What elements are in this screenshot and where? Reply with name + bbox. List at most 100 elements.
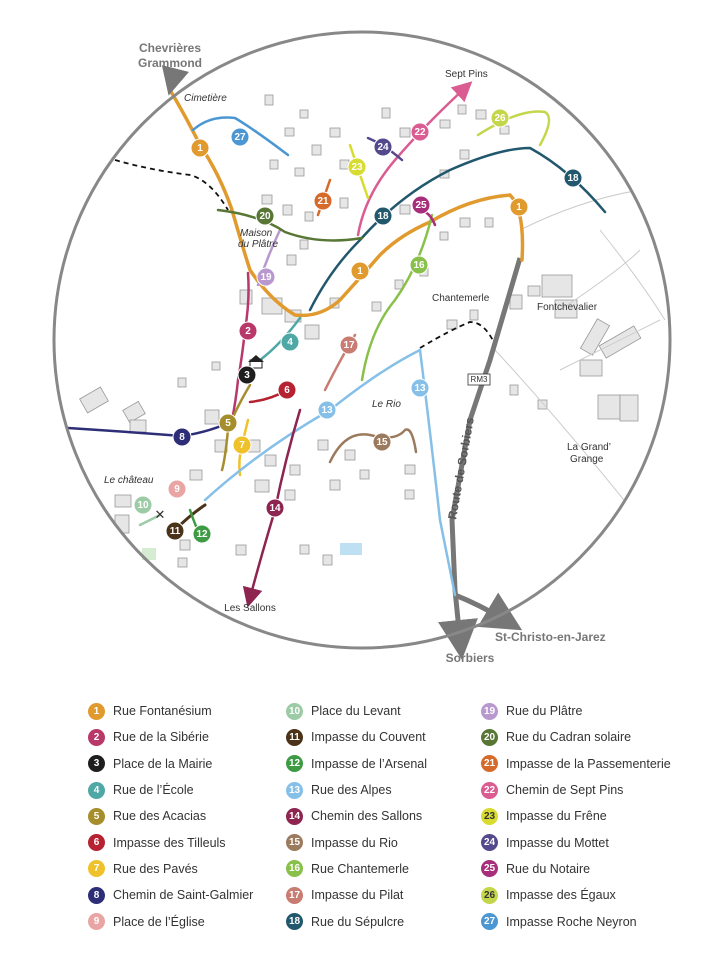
destination-st-christo: St-Christo-en-Jarez — [495, 630, 606, 644]
street-marker-13 — [410, 378, 430, 398]
legend-number-badge: 16 — [286, 860, 303, 878]
legend-number-badge: 21 — [481, 755, 498, 773]
legend-number-badge: 7 — [88, 860, 105, 878]
legend-number-badge: 12 — [286, 755, 303, 773]
street-marker-16 — [409, 255, 429, 275]
street-marker-9 — [167, 479, 187, 499]
legend-street-name: Place du Levant — [311, 704, 401, 719]
street-22-line — [356, 81, 473, 237]
legend-number-badge: 27 — [481, 913, 498, 931]
street-marker-24 — [373, 137, 393, 157]
legend-number-badge: 9 — [88, 913, 105, 931]
street-marker-8 — [172, 427, 192, 447]
street-1-line — [161, 65, 525, 318]
street-marker-20 — [255, 206, 275, 226]
street-marker-number-3: 3 — [244, 370, 250, 381]
place-le-chateau: Le château — [104, 475, 154, 486]
place-grand-grange-line2: Grange — [570, 454, 604, 465]
legend-street-name: Impasse du Frêne — [506, 809, 607, 824]
street-marker-number-14: 14 — [269, 503, 281, 514]
street-16-line — [360, 213, 434, 382]
street-marker-number-12: 12 — [196, 529, 208, 540]
street-marker-number-16: 16 — [413, 260, 425, 271]
legend-street-name: Impasse du Rio — [311, 835, 398, 850]
street-marker-number-20: 20 — [259, 211, 271, 222]
street-marker-23 — [347, 157, 367, 177]
legend-street-name: Rue des Alpes — [311, 783, 392, 798]
legend-number-badge: 1 — [88, 702, 105, 720]
street-marker-6 — [277, 380, 297, 400]
legend-number-badge: 19 — [481, 702, 498, 720]
destination-sorbiers: Sorbiers — [446, 651, 495, 665]
street-marker-14 — [265, 498, 285, 518]
legend-street-name: Rue du Sépulcre — [311, 914, 405, 929]
legend-street-name: Rue de l’École — [113, 783, 194, 798]
street-marker-17 — [339, 335, 359, 355]
legend-number-badge: 10 — [286, 702, 303, 720]
legend-item-6: 6 Impasse des Tilleuls — [88, 829, 288, 855]
legend-street-name: Impasse de l’Arsenal — [311, 756, 428, 771]
destination-grammond: Grammond — [138, 56, 202, 70]
legend-street-name: Rue du Cadran solaire — [506, 730, 632, 745]
legend-item-15: 15 Impasse du Rio — [286, 829, 486, 855]
legend-number-badge: 4 — [88, 781, 105, 799]
place-grand-grange-line1: La Grand’ — [567, 442, 611, 453]
street-marker-4 — [280, 332, 300, 352]
street-marker-number-19: 19 — [260, 272, 272, 283]
street-26-line — [476, 110, 551, 147]
legend-number-badge: 3 — [88, 755, 105, 773]
legend-street-name: Rue Chantemerle — [311, 861, 409, 876]
legend-street-name: Impasse du Pilat — [311, 888, 404, 903]
street-marker-12 — [192, 524, 212, 544]
legend-item-10: 10 Place du Levant — [286, 698, 486, 724]
legend-number-badge: 11 — [286, 728, 303, 746]
legend-street-name: Impasse du Couvent — [311, 730, 426, 745]
street-marker-number-26: 26 — [494, 113, 506, 124]
street-marker-number-1: 1 — [516, 202, 522, 213]
street-marker-number-13: 13 — [321, 405, 333, 416]
legend-street-name: Rue de la Sibérie — [113, 730, 209, 745]
dashed-paths — [114, 159, 496, 349]
legend-number-badge: 24 — [481, 834, 498, 852]
street-27-line — [191, 116, 290, 157]
legend-item-18: 18 Rue du Sépulcre — [286, 908, 486, 934]
place-cimetiere: Cimetière — [184, 93, 227, 104]
street-marker-3 — [237, 365, 257, 385]
street-15-line — [328, 428, 418, 464]
legend-street-name: Chemin de Saint-Galmier — [113, 888, 254, 903]
street-marker-number-10: 10 — [137, 500, 149, 511]
rm3-badge: RM3 — [467, 373, 491, 386]
legend-number-badge: 6 — [88, 834, 105, 852]
street-marker-18 — [373, 206, 393, 226]
legend-street-name: Impasse des Tilleuls — [113, 835, 226, 850]
street-marker-10 — [133, 495, 153, 515]
street-marker-number-8: 8 — [179, 432, 185, 443]
legend-street-name: Impasse des Égaux — [506, 888, 616, 903]
legend-number-badge: 18 — [286, 913, 303, 931]
street-marker-27 — [230, 127, 250, 147]
place-fontchevalier: Fontchevalier — [537, 302, 598, 313]
place-chantemerle: Chantemerle — [432, 293, 490, 304]
place-maison-line2: du Plâtre — [238, 239, 278, 250]
legend-number-badge: 15 — [286, 834, 303, 852]
street-18-line — [308, 146, 607, 312]
street-2-line — [230, 271, 250, 422]
street-marker-25 — [411, 195, 431, 215]
